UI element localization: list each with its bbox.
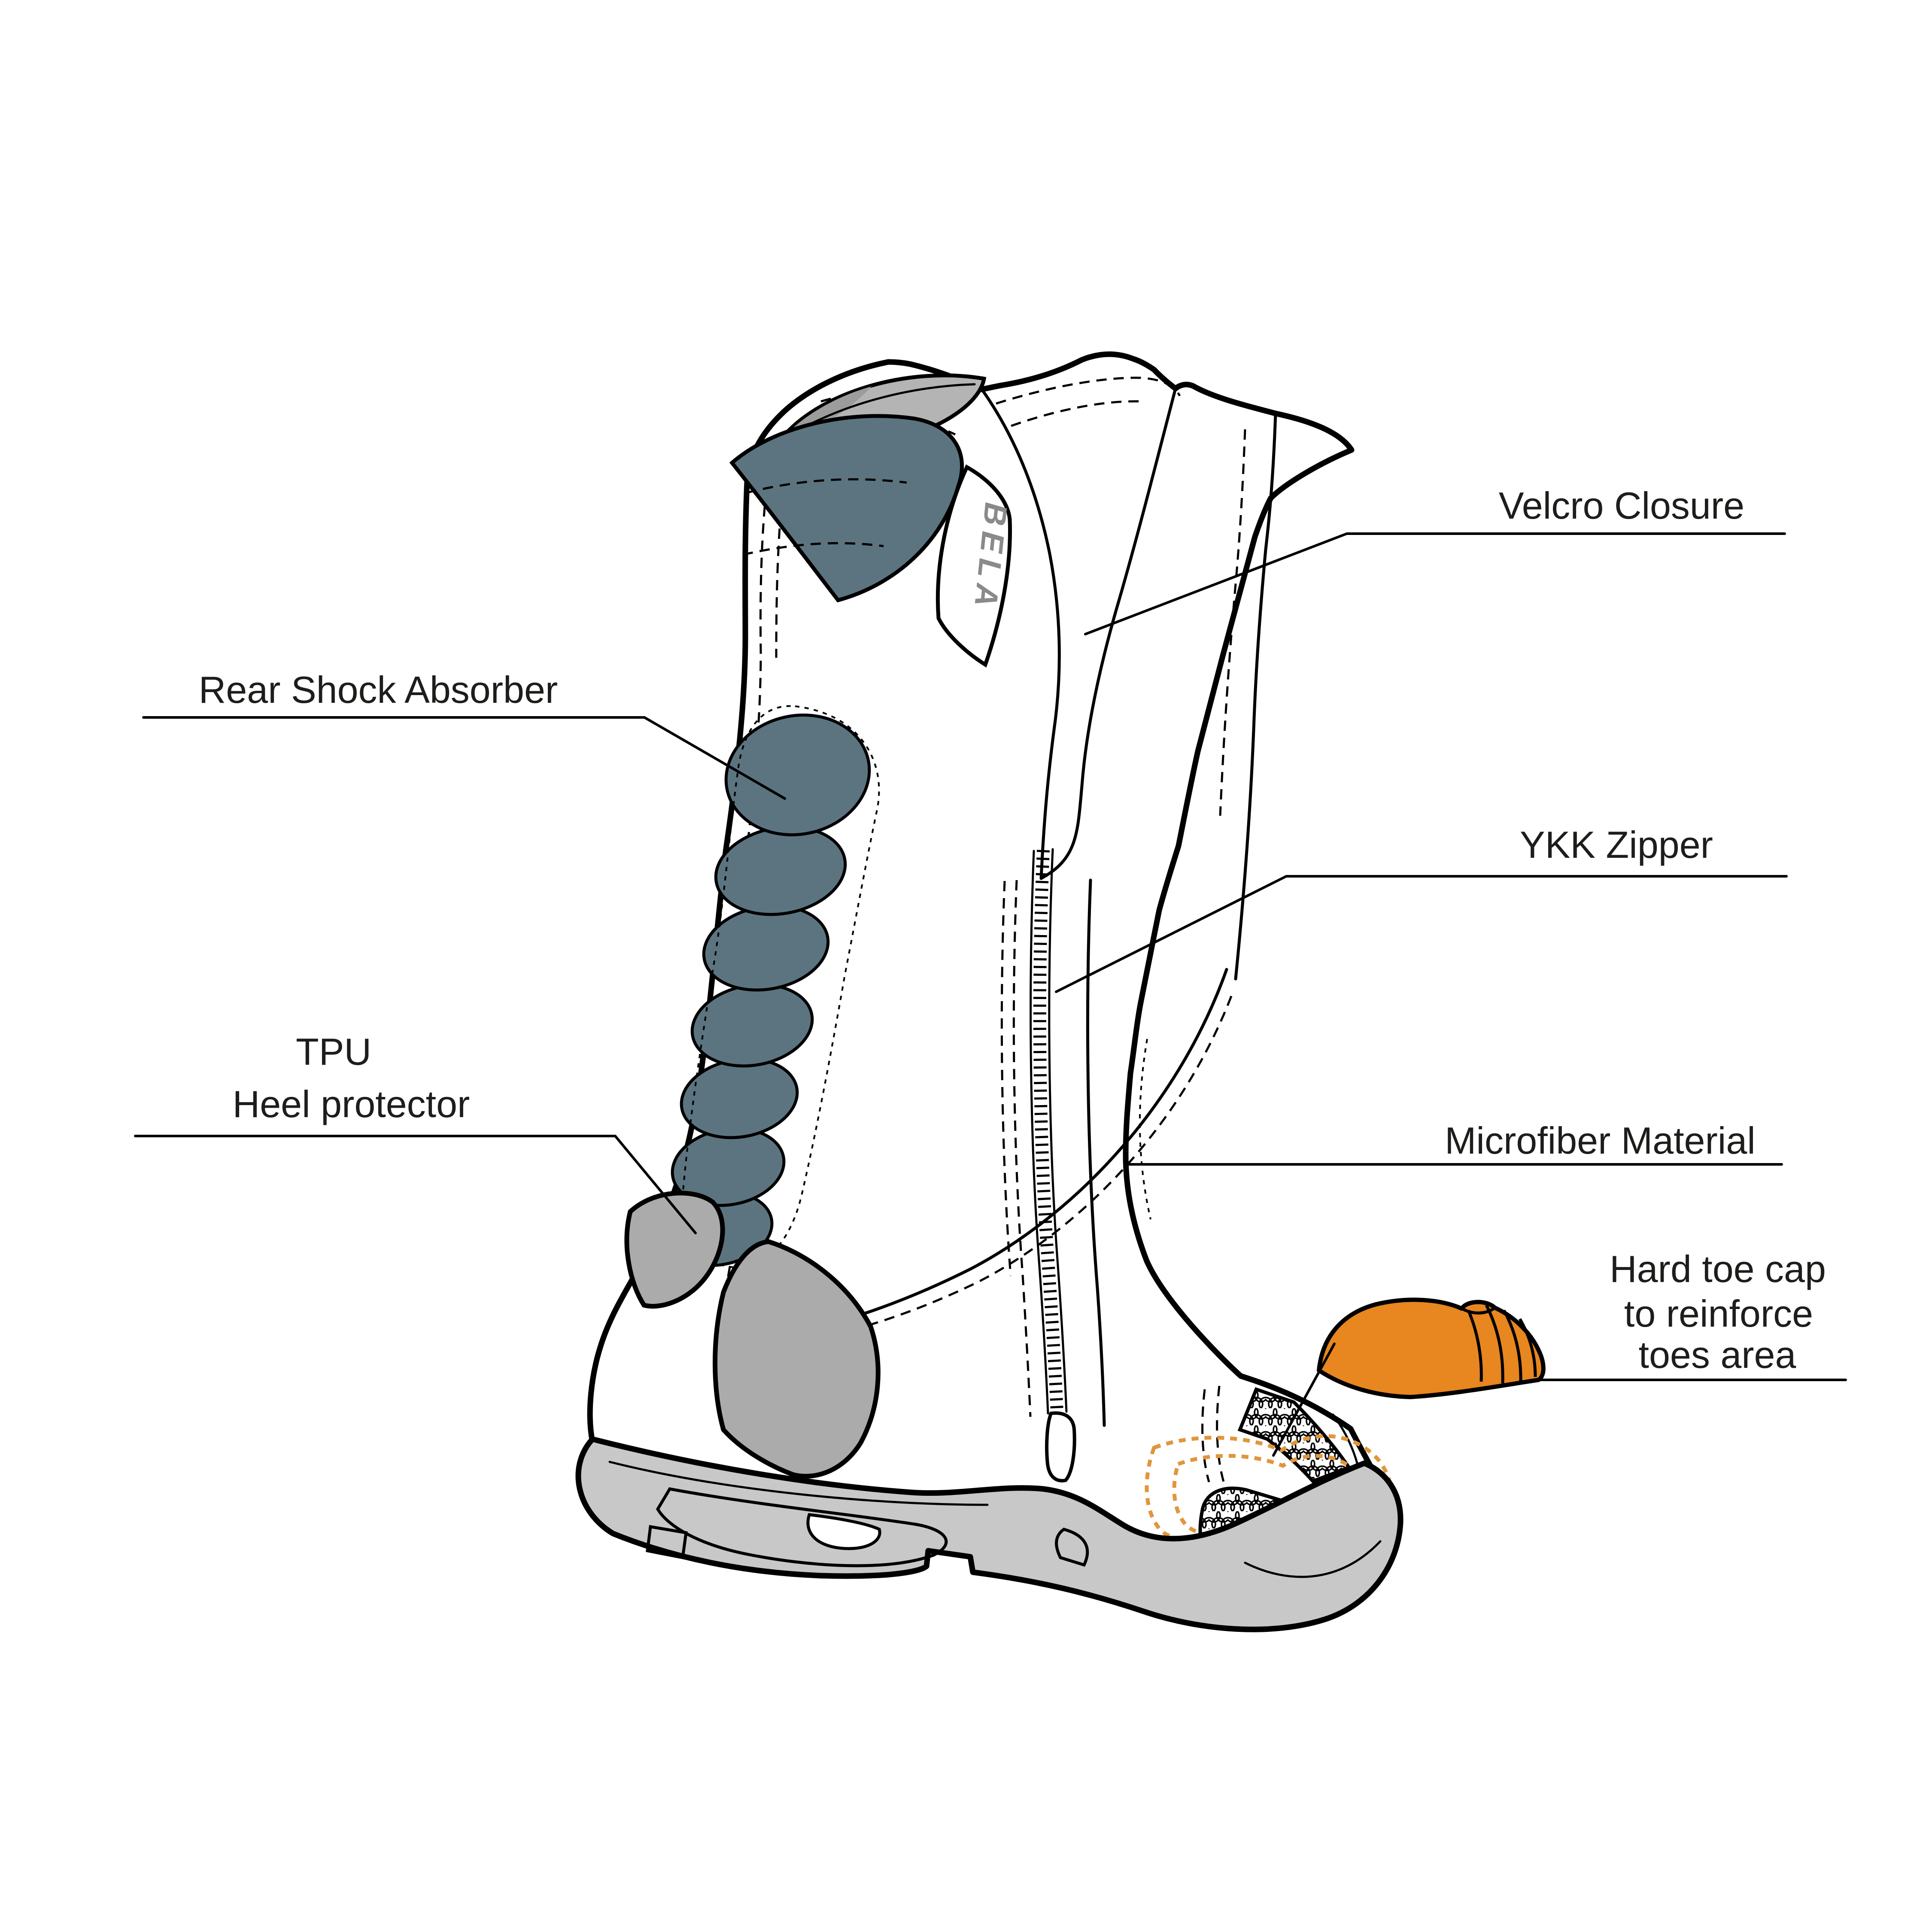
velcro-leader-line bbox=[1084, 532, 1786, 635]
callout-velcro-closure: Velcro Closure bbox=[1084, 484, 1786, 635]
zipper-cover-right-edge bbox=[1086, 878, 1106, 1427]
ykk-zipper bbox=[1000, 848, 1106, 1482]
toe-cap-ribs bbox=[1461, 1304, 1537, 1384]
velcro-label: Velcro Closure bbox=[1499, 484, 1744, 527]
collar bbox=[729, 373, 987, 603]
zipper-garage bbox=[1045, 1411, 1076, 1482]
flap-right-seam bbox=[1234, 412, 1277, 981]
stitch-toe-2 bbox=[1216, 1385, 1226, 1485]
brand-panel: BELA bbox=[936, 464, 1014, 668]
heel-tpu-patch-large bbox=[713, 1239, 881, 1479]
rear-shock-label: Rear Shock Absorber bbox=[199, 668, 558, 711]
toe-cap-label-line3: toes area bbox=[1639, 1334, 1796, 1376]
sole-inner-line bbox=[608, 1461, 989, 1506]
zipper-tape-left bbox=[1030, 850, 1049, 1415]
sole bbox=[575, 1436, 1403, 1632]
brand-panel-shape bbox=[936, 464, 1012, 668]
collar-pad-dash-2 bbox=[742, 542, 884, 556]
zipper-teeth bbox=[1033, 850, 1063, 1413]
stitch-flap-right bbox=[1219, 429, 1246, 816]
sole-body bbox=[575, 1436, 1403, 1632]
zipper-stitch-left-2 bbox=[1000, 881, 1012, 1276]
callout-hard-toe-cap: Hard toe cap to reinforce toes area bbox=[1536, 1248, 1847, 1381]
sole-tread-inner bbox=[806, 1513, 881, 1550]
collar-saddle-seam bbox=[980, 388, 1061, 880]
toe-cap-label-line1: Hard toe cap bbox=[1610, 1248, 1826, 1290]
microfiber-label: Microfiber Material bbox=[1445, 1119, 1756, 1162]
tpu-leader-line bbox=[134, 1135, 697, 1234]
callouts: Velcro Closure Rear Shock Absorber YKK Z… bbox=[134, 484, 1847, 1381]
absorber-segment-1 bbox=[724, 714, 871, 836]
callout-tpu-heel-protector: TPU Heel protector bbox=[134, 1030, 697, 1234]
heel-tpu-patch-small bbox=[624, 1191, 725, 1309]
zipper-stitch-left-1 bbox=[1012, 880, 1032, 1417]
tpu-label-line1: TPU bbox=[296, 1030, 371, 1073]
flap-left-seam bbox=[1039, 387, 1177, 880]
stitch-shaft-top-1 bbox=[996, 377, 1181, 405]
collar-pad-dash-1 bbox=[746, 478, 907, 494]
sole-tread-tab-left bbox=[646, 1525, 688, 1560]
toe-cap-body bbox=[1317, 1297, 1546, 1399]
hard-toe-cap bbox=[1272, 1297, 1546, 1457]
toe-cap-leader-line bbox=[1272, 1343, 1336, 1457]
callout-ykk-zipper: YKK Zipper bbox=[1055, 823, 1788, 993]
sole-tread-tab-arch bbox=[1055, 1528, 1089, 1567]
callout-rear-shock-absorber: Rear Shock Absorber bbox=[142, 668, 786, 800]
stitch-shin bbox=[1139, 1039, 1151, 1220]
sole-toe-band-line bbox=[1244, 1540, 1382, 1578]
callout-microfiber-material: Microfiber Material bbox=[1125, 1119, 1783, 1166]
ykk-label: YKK Zipper bbox=[1520, 823, 1713, 866]
sole-tread-loop bbox=[656, 1487, 948, 1567]
toe-cap-label-line2: to reinforce bbox=[1624, 1292, 1813, 1335]
stitch-shaft-top-2 bbox=[1011, 400, 1142, 427]
tpu-label-line2: Heel protector bbox=[233, 1083, 470, 1125]
zipper-tape-right bbox=[1048, 848, 1068, 1413]
boot-illustration: BELA bbox=[575, 351, 1546, 1632]
rear-shock-leader-line bbox=[142, 716, 786, 800]
ykk-leader-line bbox=[1055, 875, 1788, 993]
